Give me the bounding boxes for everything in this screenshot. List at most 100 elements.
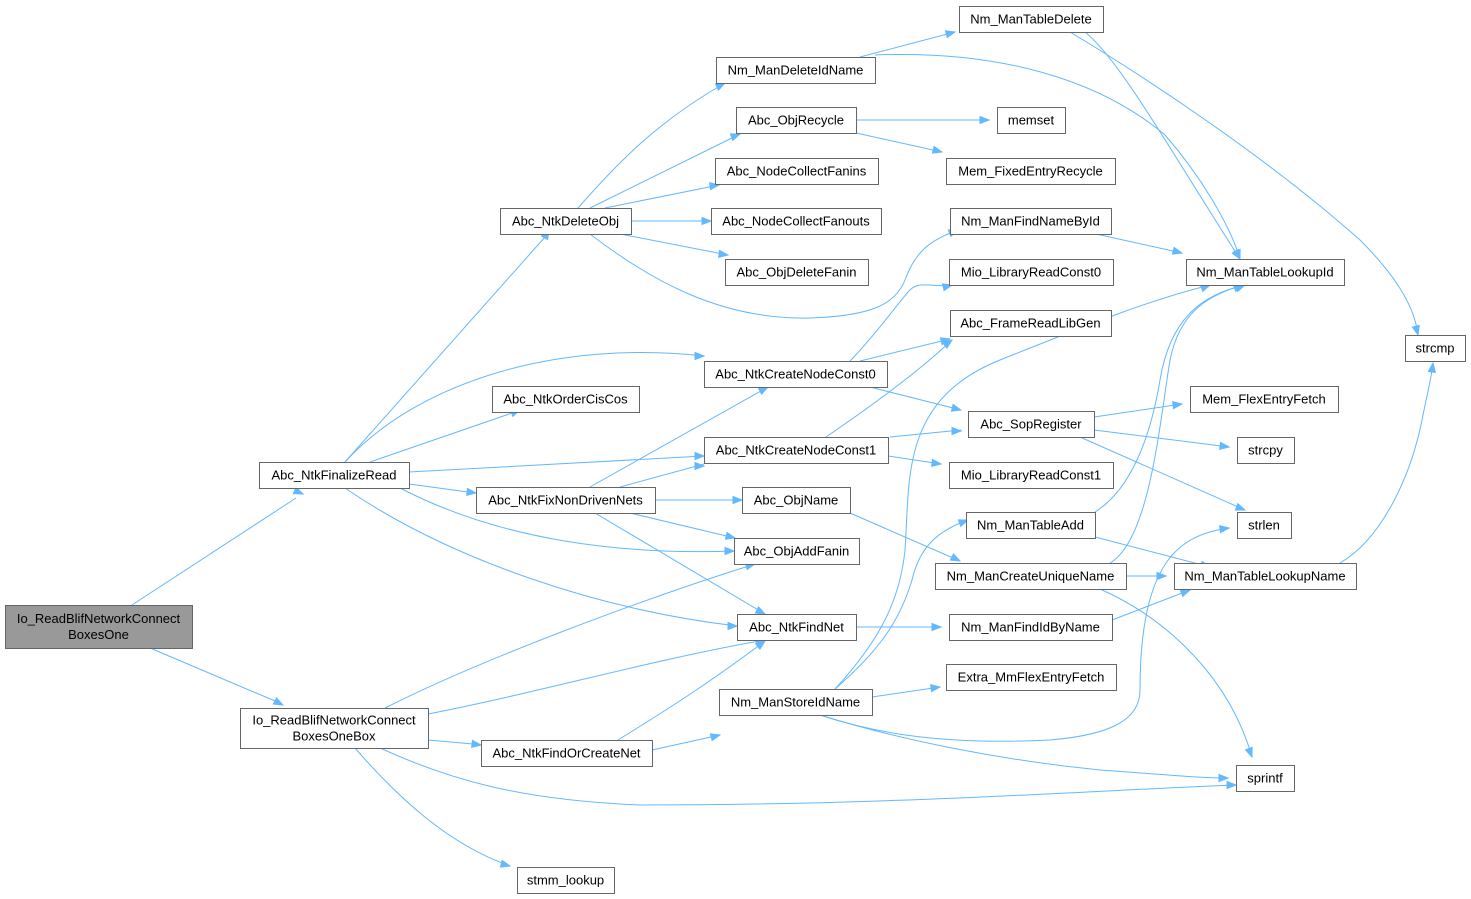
call-edge [619, 233, 730, 259]
function-node-readconst0[interactable]: Mio_LibraryReadConst0 [949, 259, 1114, 286]
function-node-ordercis[interactable]: Abc_NtkOrderCisCos [492, 386, 640, 413]
function-node-fixnon[interactable]: Abc_NtkFixNonDrivenNets [476, 487, 656, 514]
call-edge-line [889, 429, 962, 438]
function-node-memset[interactable]: memset [997, 107, 1066, 134]
arrowhead [1234, 502, 1247, 511]
node-label: strcpy [1248, 443, 1283, 458]
function-node-fixedrecycle[interactable]: Mem_FixedEntryRecycle [946, 158, 1116, 185]
function-node-deleteobj[interactable]: Abc_NtkDeleteObj [500, 208, 632, 235]
node-label: Abc_SopRegister [980, 417, 1082, 432]
call-edge [369, 409, 522, 463]
call-edge [887, 455, 943, 468]
arrowhead [930, 683, 942, 693]
node-label: sprintf [1247, 771, 1283, 786]
arrowhead [718, 249, 730, 259]
node-box [949, 614, 1113, 641]
function-node-sopreg[interactable]: Abc_SopRegister [968, 411, 1095, 438]
function-node-storeid[interactable]: Nm_ManStoreIdName [719, 689, 873, 716]
call-edge [577, 82, 727, 209]
call-edge-line [344, 352, 705, 463]
function-node-lookupname[interactable]: Nm_ManTableLookupName [1174, 563, 1357, 590]
call-edge-line [384, 563, 756, 709]
call-edges [131, 30, 1437, 868]
call-edge-line [589, 386, 769, 488]
node-box [935, 563, 1127, 590]
function-node-stmm[interactable]: stmm_lookup [517, 867, 615, 894]
node-box [1237, 512, 1292, 539]
call-edge-line [1079, 436, 1246, 511]
call-edge-line [369, 412, 513, 463]
function-node-findnamebyid[interactable]: Nm_ManFindNameById [950, 208, 1112, 235]
node-label: Nm_ManStoreIdName [731, 695, 860, 710]
call-edge-line [131, 497, 297, 606]
call-edge-line [1093, 403, 1183, 418]
function-node-strcmp[interactable]: strcmp [1405, 335, 1466, 362]
function-node-flexfetch[interactable]: Mem_FlexEntryFetch [1190, 386, 1339, 413]
function-node-addfanin[interactable]: Abc_ObjAddFanin [734, 538, 860, 565]
arrowhead [1219, 441, 1231, 451]
node-label: BoxesOne [68, 627, 129, 642]
node-label: Abc_ObjName [754, 493, 839, 508]
function-node-lookupid[interactable]: Nm_ManTableLookupId [1186, 259, 1345, 286]
function-node-objrecycle[interactable]: Abc_ObjRecycle [736, 107, 857, 134]
call-edge [1339, 361, 1437, 564]
call-edge-line [619, 233, 729, 256]
call-edge [859, 337, 952, 362]
call-edge [825, 339, 954, 438]
call-edge-line [849, 512, 961, 562]
node-label: Nm_ManTableAdd [977, 518, 1084, 533]
node-label: Io_ReadBlifNetworkConnect [17, 611, 181, 626]
call-edge [1099, 588, 1253, 759]
function-node-findnet[interactable]: Abc_NtkFindNet [737, 614, 857, 641]
function-node-createc0[interactable]: Abc_NtkCreateNodeConst0 [704, 361, 888, 388]
call-edge-line [834, 284, 1211, 690]
call-edge-line [577, 82, 726, 209]
call-edge [589, 133, 742, 209]
node-label: Abc_ObjRecycle [748, 113, 844, 128]
function-node-mandelid[interactable]: Nm_ManDeleteIdName [716, 57, 876, 84]
node-label: Nm_ManFindNameById [961, 214, 1100, 229]
arrowhead [941, 339, 954, 350]
function-node-tableadd[interactable]: Nm_ManTableAdd [966, 512, 1096, 539]
node-label: Abc_NtkCreateNodeConst1 [716, 443, 876, 458]
node-box [1237, 437, 1295, 464]
arrowhead [709, 733, 722, 742]
call-edge-line [619, 463, 705, 488]
node-box [966, 512, 1096, 539]
function-node-objdelfanin[interactable]: Abc_ObjDeleteFanin [725, 259, 869, 286]
node-box [997, 107, 1066, 134]
function-node-findcreate[interactable]: Abc_NtkFindOrCreateNet [481, 740, 653, 767]
call-edge [856, 622, 943, 632]
call-edge-line [1084, 31, 1241, 260]
call-edge [354, 747, 512, 868]
function-node-mmflex[interactable]: Extra_MmFlexEntryFetch [946, 664, 1117, 691]
function-node-collectfanins[interactable]: Abc_NodeCollectFanins [715, 158, 879, 185]
function-node-readconst1[interactable]: Mio_LibraryReadConst1 [949, 462, 1114, 489]
call-edge-line [408, 483, 469, 493]
arrowhead [950, 403, 963, 412]
call-edge-line [825, 339, 953, 438]
call-edge-line [408, 455, 705, 473]
function-node-tabledelete[interactable]: Nm_ManTableDelete [959, 6, 1104, 33]
call-edge [859, 30, 957, 58]
arrowhead [931, 145, 944, 154]
function-node-strlen[interactable]: strlen [1237, 512, 1292, 539]
function-node-collectfanouts[interactable]: Abc_NodeCollectFanouts [711, 208, 882, 235]
node-box [240, 708, 429, 749]
function-node-framelib[interactable]: Abc_FrameReadLibGen [950, 310, 1112, 337]
call-edge [1093, 400, 1184, 418]
function-node-createc1[interactable]: Abc_NtkCreateNodeConst1 [704, 437, 889, 464]
function-node-finalize[interactable]: Abc_NtkFinalizeRead [259, 462, 410, 489]
call-edge [604, 181, 721, 209]
call-edge-line [651, 734, 721, 751]
function-node-sprintf[interactable]: sprintf [1236, 765, 1295, 792]
call-edge [131, 486, 305, 606]
function-node-findidbyname[interactable]: Nm_ManFindIdByName [949, 614, 1113, 641]
function-node-createunique[interactable]: Nm_ManCreateUniqueName [935, 563, 1127, 590]
function-node-strcpy[interactable]: strcpy [1237, 437, 1295, 464]
function-node-objname[interactable]: Abc_ObjName [742, 487, 851, 514]
node-box [959, 6, 1104, 33]
call-edge [819, 524, 1231, 742]
